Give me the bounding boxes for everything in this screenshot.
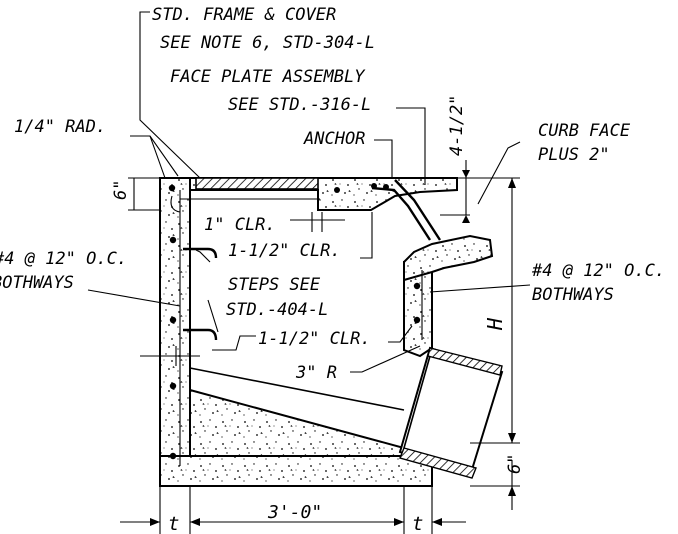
label-clr-1-half-a: 1-1/2" CLR. [228, 241, 341, 261]
face-plate [371, 186, 432, 241]
label-clr-1: 1" CLR. [204, 215, 276, 235]
label-frame-cover-2: SEE NOTE 6, STD-304-L [160, 33, 375, 53]
label-face-plate-1: FACE PLATE ASSEMBLY [170, 67, 366, 87]
label-dim-width: 3'-0" [267, 502, 322, 523]
label-radius: 1/4" RAD. [14, 117, 106, 137]
label-frame-cover-1: STD. FRAME & COVER [152, 5, 336, 25]
curb [403, 234, 494, 282]
label-steps-1: STEPS SEE [228, 275, 321, 295]
base-slab [159, 455, 433, 487]
label-clr-1-half-b: 1-1/2" CLR. [258, 329, 371, 349]
label-dim-6-top: 6" [111, 180, 131, 200]
label-dim-t-left: t [168, 513, 179, 534]
step-rung-top [183, 247, 218, 259]
label-dim-t-right: t [412, 513, 423, 534]
label-rebar-right-2: BOTHWAYS [532, 285, 614, 305]
sloped-invert [189, 388, 405, 457]
label-radius-3: 3" R [295, 363, 337, 383]
frame-cover [195, 177, 319, 190]
label-rebar-left-2: BOTHWAYS [0, 273, 74, 293]
label-dim-h: H [483, 317, 507, 331]
label-face-plate-2: SEE STD.-316-L [228, 95, 371, 115]
label-curb-face-2: PLUS 2" [538, 145, 610, 165]
label-rebar-right-1: #4 @ 12" O.C. [531, 261, 665, 281]
label-steps-2: STD.-404-L [226, 300, 328, 320]
label-dim-6-bottom: 6" [505, 454, 525, 474]
label-curb-face-1: CURB FACE [538, 121, 631, 141]
label-dim-4-half: 4-1/2" [447, 95, 467, 156]
label-anchor: ANCHOR [303, 129, 365, 149]
left-wall [159, 177, 191, 487]
label-rebar-left-1: #4 @ 12" O.C. [0, 249, 127, 269]
step-rung-bottom [183, 328, 218, 341]
